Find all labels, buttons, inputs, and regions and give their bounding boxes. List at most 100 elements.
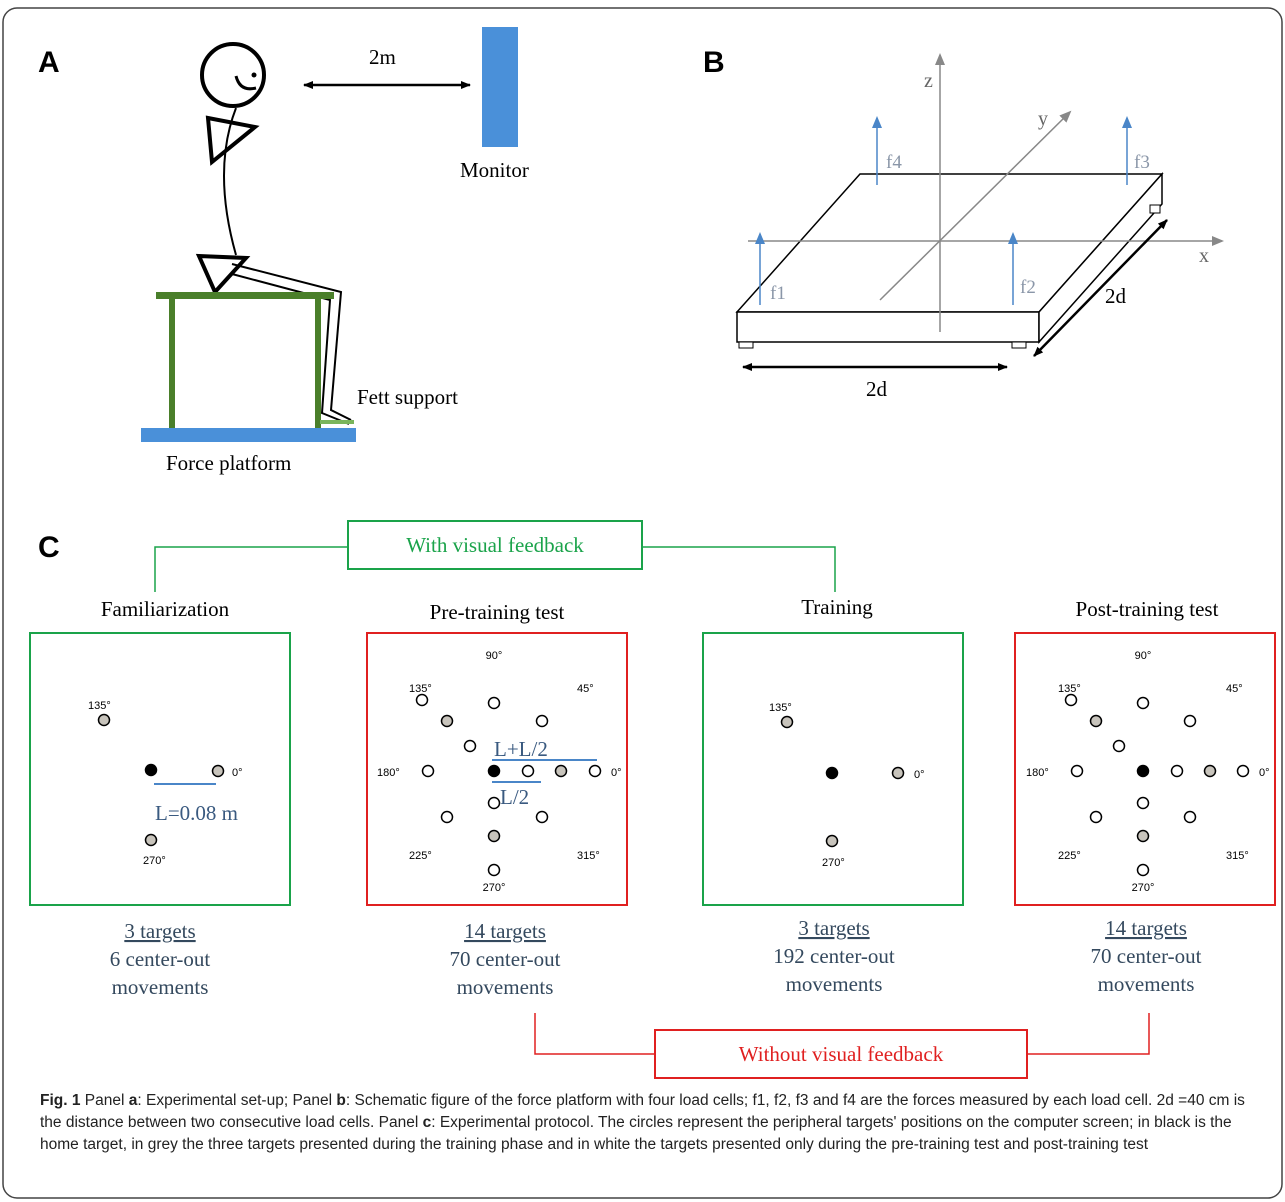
angle-label-0: 0° bbox=[232, 767, 243, 779]
feet-support-label: Fett support bbox=[357, 385, 458, 409]
familiarization-targets: 3 targets bbox=[124, 919, 195, 943]
angle-label-315: 315° bbox=[1226, 850, 1249, 862]
angle-label-90: 90° bbox=[486, 650, 503, 662]
target-315 bbox=[535, 810, 549, 824]
angle-label-270: 270° bbox=[483, 882, 506, 894]
target-270-near bbox=[487, 796, 501, 810]
posttraining-targets bbox=[1064, 693, 1250, 877]
f2-label: f2 bbox=[1020, 277, 1036, 298]
platform-foot bbox=[1149, 204, 1161, 214]
target-90 bbox=[1136, 696, 1150, 710]
target-180 bbox=[1070, 764, 1084, 778]
dimension-front-label: 2d bbox=[866, 377, 888, 401]
stage-title-pretraining: Pre-training test bbox=[430, 600, 565, 624]
target-315 bbox=[1183, 810, 1197, 824]
target-0-mid bbox=[1203, 764, 1217, 778]
target-180 bbox=[421, 764, 435, 778]
f4-label: f4 bbox=[886, 152, 902, 173]
platform-front bbox=[736, 311, 1040, 343]
training-movements: 192 center-out bbox=[773, 944, 895, 968]
target-270-far bbox=[1136, 863, 1150, 877]
target-270-mid bbox=[1136, 829, 1150, 843]
angle-label-225: 225° bbox=[409, 850, 432, 862]
without-feedback-label: Without visual feedback bbox=[739, 1042, 944, 1066]
angle-label-135: 135° bbox=[1058, 683, 1081, 695]
without-feedback-box bbox=[654, 1029, 1028, 1079]
home-target bbox=[825, 766, 839, 780]
angle-label-180: 180° bbox=[1026, 767, 1049, 779]
figure-caption: Fig. 1 Panel a: Experimental set-up; Pan… bbox=[40, 1090, 1262, 1156]
caption-panel-c: c bbox=[422, 1114, 432, 1131]
stool-seat bbox=[156, 292, 334, 299]
target-0-grey bbox=[211, 764, 225, 778]
target-135-mid bbox=[1089, 714, 1103, 728]
target-45 bbox=[1183, 714, 1197, 728]
target-270-far bbox=[487, 863, 501, 877]
angle-label-270: 270° bbox=[143, 855, 166, 867]
angle-label-0: 0° bbox=[1259, 767, 1270, 779]
feet-support bbox=[320, 420, 354, 424]
target-45 bbox=[535, 714, 549, 728]
pretraining-targets-count: 14 targets bbox=[464, 919, 546, 943]
platform-foot bbox=[1011, 341, 1027, 349]
distance-label: 2m bbox=[369, 45, 396, 69]
x-axis-label: x bbox=[1199, 245, 1209, 267]
panel-a: A Force platform Fett support 2m Monitor bbox=[38, 27, 529, 475]
home-target bbox=[144, 763, 158, 777]
length-L-label: L=0.08 m bbox=[155, 801, 238, 825]
angle-label-135: 135° bbox=[88, 700, 111, 712]
platform-foot bbox=[738, 341, 754, 349]
caption-fig-label: Fig. 1 bbox=[40, 1092, 81, 1109]
angle-label-90: 90° bbox=[1135, 650, 1152, 662]
f1-label: f1 bbox=[770, 283, 786, 304]
angle-label-225: 225° bbox=[1058, 850, 1081, 862]
monitor bbox=[482, 27, 518, 147]
posttraining-targets-count: 14 targets bbox=[1105, 916, 1187, 940]
angle-label-270: 270° bbox=[1132, 882, 1155, 894]
home-target bbox=[487, 764, 501, 778]
target-0-near bbox=[1170, 764, 1184, 778]
angle-label-45: 45° bbox=[1226, 683, 1243, 695]
pretraining-targets bbox=[415, 693, 602, 877]
target-225 bbox=[440, 810, 454, 824]
target-225 bbox=[1089, 810, 1103, 824]
angle-label-0: 0° bbox=[914, 769, 925, 781]
target-0-grey bbox=[891, 766, 905, 780]
target-270-mid bbox=[487, 829, 501, 843]
person-spine bbox=[223, 107, 237, 256]
stage-title-posttraining: Post-training test bbox=[1076, 597, 1219, 621]
person-pelvis bbox=[195, 253, 251, 296]
posttraining-movements-2: movements bbox=[1098, 972, 1195, 996]
home-target bbox=[1136, 764, 1150, 778]
figure-frame bbox=[2, 7, 1283, 1199]
with-feedback-connector-right bbox=[642, 546, 836, 592]
with-feedback-box bbox=[347, 520, 643, 570]
caption-text: : Experimental set-up; Panel bbox=[137, 1092, 337, 1109]
caption-text: : Experimental protocol. The circles rep… bbox=[40, 1114, 1232, 1153]
target-0-far bbox=[1236, 764, 1250, 778]
angle-label-135: 135° bbox=[769, 702, 792, 714]
target-0-near bbox=[521, 764, 535, 778]
training-targets-count: 3 targets bbox=[798, 916, 869, 940]
y-axis-label: y bbox=[1038, 108, 1048, 130]
target-0-mid bbox=[554, 764, 568, 778]
length-L2-label: L/2 bbox=[500, 785, 529, 809]
training-movements-2: movements bbox=[786, 972, 883, 996]
dimension-side-arrow bbox=[1033, 219, 1168, 357]
length-LL2-label: L+L/2 bbox=[494, 737, 548, 761]
caption-text: Panel bbox=[80, 1092, 129, 1109]
angle-label-0: 0° bbox=[611, 767, 622, 779]
target-270-near bbox=[1136, 796, 1150, 810]
target-135-far bbox=[415, 693, 429, 707]
without-feedback-connector-right bbox=[1027, 1013, 1150, 1055]
target-135-grey bbox=[97, 713, 111, 727]
panel-a-letter: A bbox=[38, 46, 60, 79]
target-135-near bbox=[1112, 739, 1126, 753]
angle-label-45: 45° bbox=[577, 683, 594, 695]
caption-panel-a: a bbox=[128, 1092, 138, 1109]
pretraining-movements-2: movements bbox=[457, 975, 554, 999]
familiarization-screen bbox=[29, 632, 291, 906]
target-135-near bbox=[463, 739, 477, 753]
target-90 bbox=[487, 696, 501, 710]
